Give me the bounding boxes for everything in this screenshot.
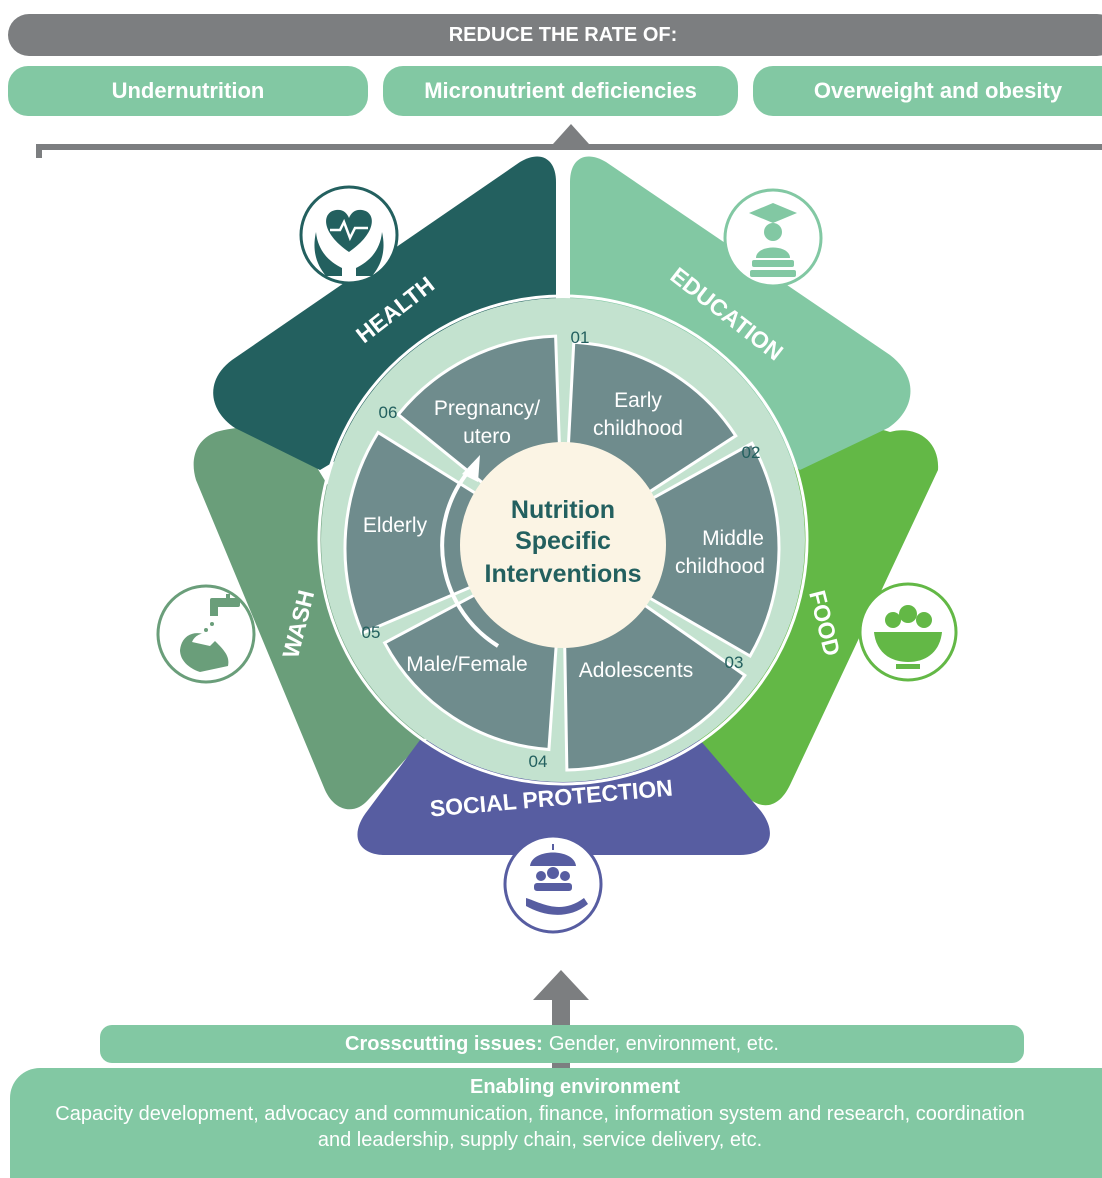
stage-05-number: 05 [362, 623, 381, 642]
center-line-1: Nutrition [511, 496, 615, 524]
center-line-2: Specific [515, 527, 611, 555]
crosscutting-label: Crosscutting issues: [345, 1032, 543, 1055]
heart-hands-icon [299, 185, 399, 285]
food-bowl-icon [858, 582, 958, 682]
umbrella-people-icon [503, 834, 603, 934]
graduate-books-icon [723, 188, 823, 288]
stage-01-label-2: utero [463, 425, 511, 448]
enabling-description: Capacity development, advocacy and commu… [55, 1103, 1025, 1151]
stage-02-label: Early [614, 389, 662, 412]
stage-02-number: 02 [742, 443, 761, 462]
center-line-3: Interventions [485, 560, 642, 588]
reduce-rate-header: REDUCE THE RATE OF: [8, 14, 1102, 56]
enabling-environment-box: Enabling environment Capacity developmen… [10, 1068, 1102, 1178]
stage-05-label: Male/Female [406, 653, 527, 676]
goal-undernutrition: Undernutrition [8, 66, 368, 116]
bracket-line [36, 124, 1102, 158]
stage-02-label-2: childhood [593, 417, 683, 440]
health-sector [213, 156, 556, 471]
stage-04-label: Adolescents [579, 659, 693, 682]
stage-03-number: 03 [725, 653, 744, 672]
enabling-title: Enabling environment [469, 1076, 681, 1098]
stage-01-label: Pregnancy/ [434, 397, 540, 420]
stage-04-number: 04 [529, 752, 548, 771]
stage-03-label-2: childhood [675, 555, 765, 578]
center-circle [460, 442, 666, 648]
upward-arrow [533, 970, 589, 1020]
stage-06-number: 06 [379, 403, 398, 422]
lifecycle-arrow [440, 455, 500, 648]
goal-micronutrient: Micronutrient deficiencies [383, 66, 738, 116]
stage-03-label: Middle [702, 527, 764, 550]
stage-06-label: Elderly [363, 514, 428, 537]
hand-washing-icon [156, 584, 256, 684]
crosscutting-text: Gender, environment, etc. [548, 1032, 779, 1055]
nutrition-diagram: Nutrition Specific Interventions Pregnan… [36, 124, 1102, 1020]
crosscutting-bar: Crosscutting issues: Gender, environment… [100, 1025, 1024, 1063]
education-sector [570, 156, 911, 471]
social-protection-sector [357, 740, 770, 855]
stage-01-number: 01 [571, 328, 590, 347]
goal-overweight: Overweight and obesity [753, 66, 1102, 116]
